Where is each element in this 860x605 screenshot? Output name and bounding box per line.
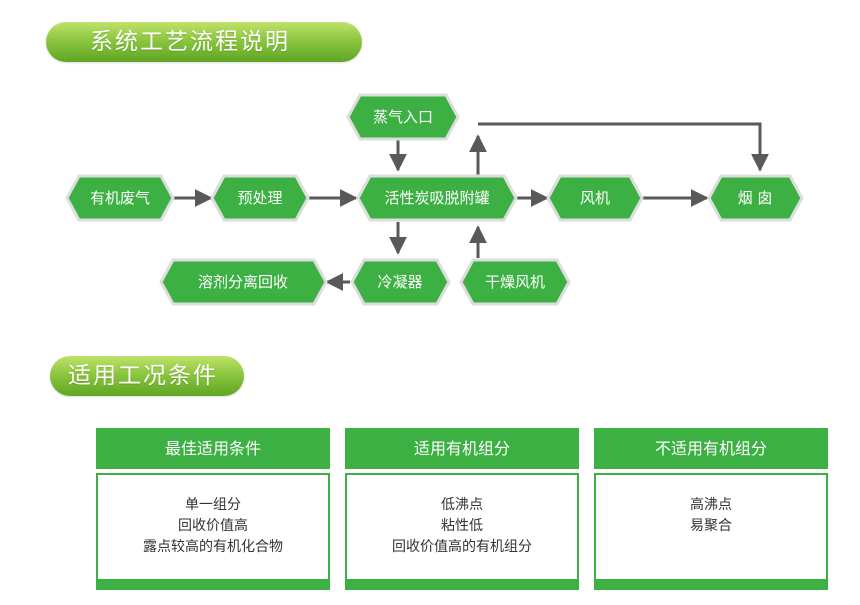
node-condenser: 冷凝器 <box>350 258 451 306</box>
card-line: 低沸点 <box>441 497 483 513</box>
card-unsuitable-components: 不适用有机组分 高沸点 易聚合 <box>594 428 828 590</box>
node-steam-inlet: 蒸气入口 <box>346 93 460 141</box>
node-pretreatment-label: 预处理 <box>237 189 282 207</box>
node-steam-inlet-label: 蒸气入口 <box>373 108 433 126</box>
card-body: 单一组分 回收价值高 露点较高的有机化合物 <box>96 473 330 581</box>
card-line: 露点较高的有机化合物 <box>143 539 283 555</box>
node-solvent-recovery: 溶剂分离回收 <box>159 258 328 306</box>
card-line: 高沸点 <box>690 497 732 513</box>
card-title: 最佳适用条件 <box>96 428 330 469</box>
card-footer-bar <box>96 580 330 590</box>
card-line: 回收价值高的有机组分 <box>392 539 532 555</box>
conditions-section-header: 适用工况条件 <box>50 356 244 396</box>
node-solvent-recovery-label: 溶剂分离回收 <box>198 273 288 291</box>
conditions-section-title: 适用工况条件 <box>68 363 218 389</box>
card-line: 粘性低 <box>441 518 483 534</box>
arrow-bypass-to-chimney <box>478 122 769 172</box>
node-chimney-label: 烟 囱 <box>738 189 773 207</box>
node-adsorber-label: 活性炭吸脱附罐 <box>384 189 489 207</box>
card-line: 易聚合 <box>690 518 732 534</box>
card-footer-bar <box>594 580 828 590</box>
card-suitable-components: 适用有机组分 低沸点 粘性低 回收价值高的有机组分 <box>345 428 579 590</box>
node-organic-waste-gas-label: 有机废气 <box>90 189 150 207</box>
node-fan: 风机 <box>546 174 644 222</box>
process-flow-diagram: 蒸气入口 有机废气 预处理 活性炭吸脱附罐 风机 烟 囱 溶剂分离回收 冷凝器 … <box>65 93 804 306</box>
process-section-header: 系统工艺流程说明 <box>46 22 362 62</box>
card-body: 低沸点 粘性低 回收价值高的有机组分 <box>345 473 579 581</box>
node-drying-fan-label: 干燥风机 <box>485 273 545 291</box>
node-adsorber: 活性炭吸脱附罐 <box>356 174 518 222</box>
card-line: 回收价值高 <box>178 518 248 534</box>
node-condenser-label: 冷凝器 <box>377 273 422 291</box>
node-chimney: 烟 囱 <box>707 174 804 222</box>
process-section-title: 系统工艺流程说明 <box>90 29 290 55</box>
card-title: 不适用有机组分 <box>594 428 828 469</box>
node-fan-label: 风机 <box>580 189 610 207</box>
card-title: 适用有机组分 <box>345 428 579 469</box>
node-drying-fan: 干燥风机 <box>459 258 571 306</box>
card-footer-bar <box>345 580 579 590</box>
card-line: 单一组分 <box>185 497 241 513</box>
node-pretreatment: 预处理 <box>210 174 310 222</box>
node-organic-waste-gas: 有机废气 <box>65 174 175 222</box>
card-body: 高沸点 易聚合 <box>594 473 828 581</box>
card-best-conditions: 最佳适用条件 单一组分 回收价值高 露点较高的有机化合物 <box>96 428 330 590</box>
